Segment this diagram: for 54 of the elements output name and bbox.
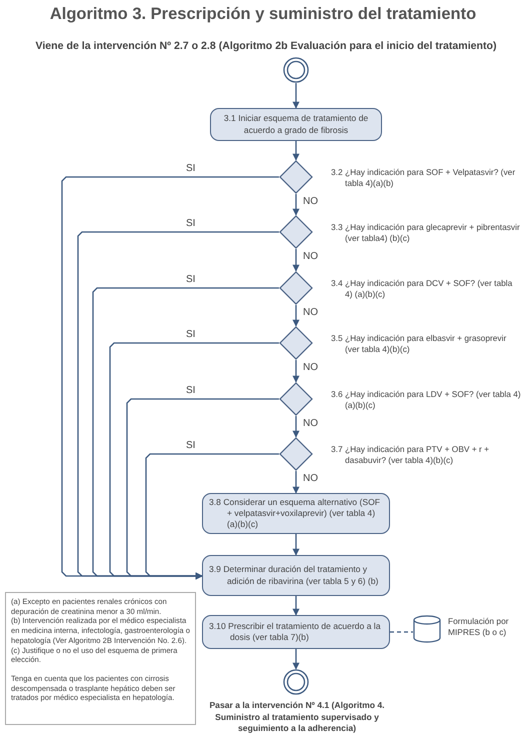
arrow [292,596,300,616]
decision-diamond [279,382,313,416]
arrow [92,287,279,580]
process-box: 3.10 Prescribir el tratamiento de acuerdo a la dosis (ver tabla 7)(b) [202,615,390,649]
decision-diamond [279,160,313,194]
edge-label: SI [185,440,196,451]
edge-label: SI [185,385,196,396]
edge-label: SI [185,274,196,285]
process-box: 3.1 Iniciar esquema de tratamiento de acuerdo a grado de fibrosis [210,108,382,141]
edge-label: SI [185,218,196,229]
arrow [61,176,279,580]
edge-label: NO [302,307,319,318]
decision-diamond [279,271,313,305]
edge-label: NO [302,418,319,429]
diagram-title: Algoritmo 3. Prescripción y suministro del tratamiento [48,5,478,24]
arrow [126,398,279,580]
decision-diamond [279,326,313,360]
arrow [77,231,279,580]
decision-question: 3.4 ¿Hay indicación para DCV + SOF? (ver tabla 4) (a)(b)(c) [331,278,514,301]
process-box: 3.8 Considerar un esquema alternativo (SOF + velpatasvir+voxilaprevir) (ver tabla 4)(a)(b)(c) [202,493,390,534]
arrow [145,453,279,580]
arrow [109,342,279,580]
decision-question: 3.5 ¿Hay indicación para elbasvir + grasoprevir (ver tabla 4)(b)(c) [331,333,508,356]
edge-label: NO [302,196,319,207]
arrow [292,534,300,556]
decision-diamond [279,437,313,471]
decision-question: 3.2 ¿Hay indicación para SOF + Velpatasvir? (ver tabla 4)(a)(b) [331,167,516,190]
arrow [292,83,300,109]
connector-line [390,631,413,633]
edge-label: SI [185,163,196,174]
decision-question: 3.3 ¿Hay indicación para glecaprevir + pibrentasvir (ver tabla4) (b)(c) [331,222,521,245]
decision-question: 3.7 ¿Hay indicación para PTV + OBV + r + dasabuvir? (ver tabla 4)(b)(c) [331,444,490,467]
decision-diamond [279,215,313,249]
arrow [292,471,300,494]
arrow [292,194,300,216]
arrow [292,416,300,438]
database-cylinder [413,615,441,643]
annotation-text: Formulación por MIPRES (b o c) [448,616,510,639]
arrow [292,360,300,383]
edge-label: SI [185,329,196,340]
arrow [292,141,300,161]
decision-question: 3.6 ¿Hay indicación para LDV + SOF? (ver tabla 4) (a)(b)(c) [331,389,521,412]
terminal-circle [283,57,309,83]
annotation-text: Pasar a la intervención Nº 4.1 (Algoritmo 4. Suministro al tratamiento supervisado y seguimiento a la adherencia) [208,700,386,735]
edge-label: NO [302,251,319,262]
edge-label: NO [302,473,319,484]
arrow [292,249,300,272]
edge-label: NO [302,362,319,373]
note-box [5,592,196,725]
terminal-circle [283,669,309,695]
process-box: 3.9 Determinar duración del tratamiento y adición de ribavirina (ver tabla 5 y 6) (b) [202,555,390,596]
annotation-text: Viene de la intervención Nº 2.7 o 2.8 (Algoritmo 2b Evaluación para el inicio del tratamiento) [34,39,498,54]
arrow [292,305,300,327]
arrow [292,649,300,670]
